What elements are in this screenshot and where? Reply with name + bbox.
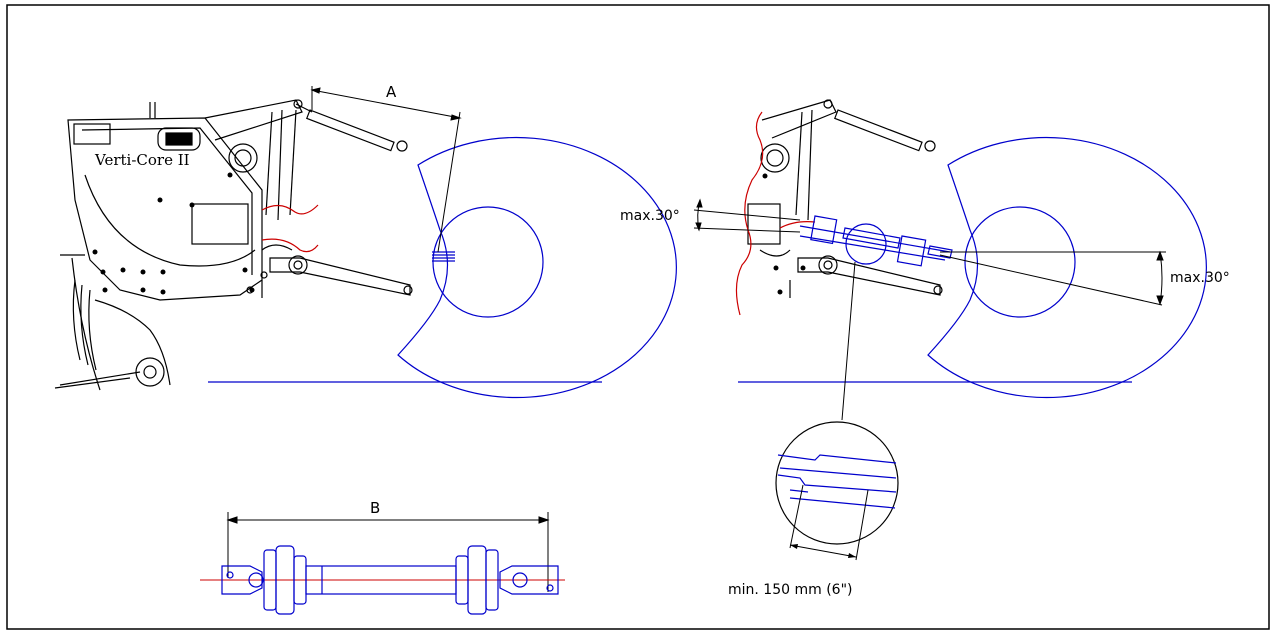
three-point-hitch-left [204,99,413,298]
dimension-b-label: B [370,499,380,517]
angle-dimension-right [939,250,1166,306]
right-side-view: min. 150 mm (6") max.30° max.30° [620,99,1230,598]
dimension-b [226,512,550,592]
tractor-pto-stub-left [432,251,455,262]
detail-magnified [775,421,899,561]
pto-shaft-angled [799,215,953,267]
dimension-a [310,86,462,253]
tractor-tyre-right [927,136,1207,399]
cut-edge-left [261,204,319,253]
drawing-frame [6,4,1270,630]
verti-core-machine [54,102,263,391]
left-side-view: Verti-Core II A [54,83,677,399]
machine-partial-right [747,99,943,298]
fasteners-left [92,172,255,295]
fasteners-right [762,173,806,295]
dimension-a-label: A [386,83,397,101]
pto-shaft-body [221,545,559,615]
angle-left-label: max.30° [620,208,680,224]
tractor-tyre-left [397,136,677,399]
angle-right-label: max.30° [1170,270,1230,286]
pto-shaft-length-view: B [200,499,565,615]
detail-leader-line [841,261,856,421]
angle-dimension-left [693,198,801,233]
machine-brand-text: Verti-Core II [94,151,190,169]
cut-edge-right [735,111,816,316]
detail-callout-circle [845,223,887,265]
overlap-min-label: min. 150 mm (6") [728,582,852,598]
